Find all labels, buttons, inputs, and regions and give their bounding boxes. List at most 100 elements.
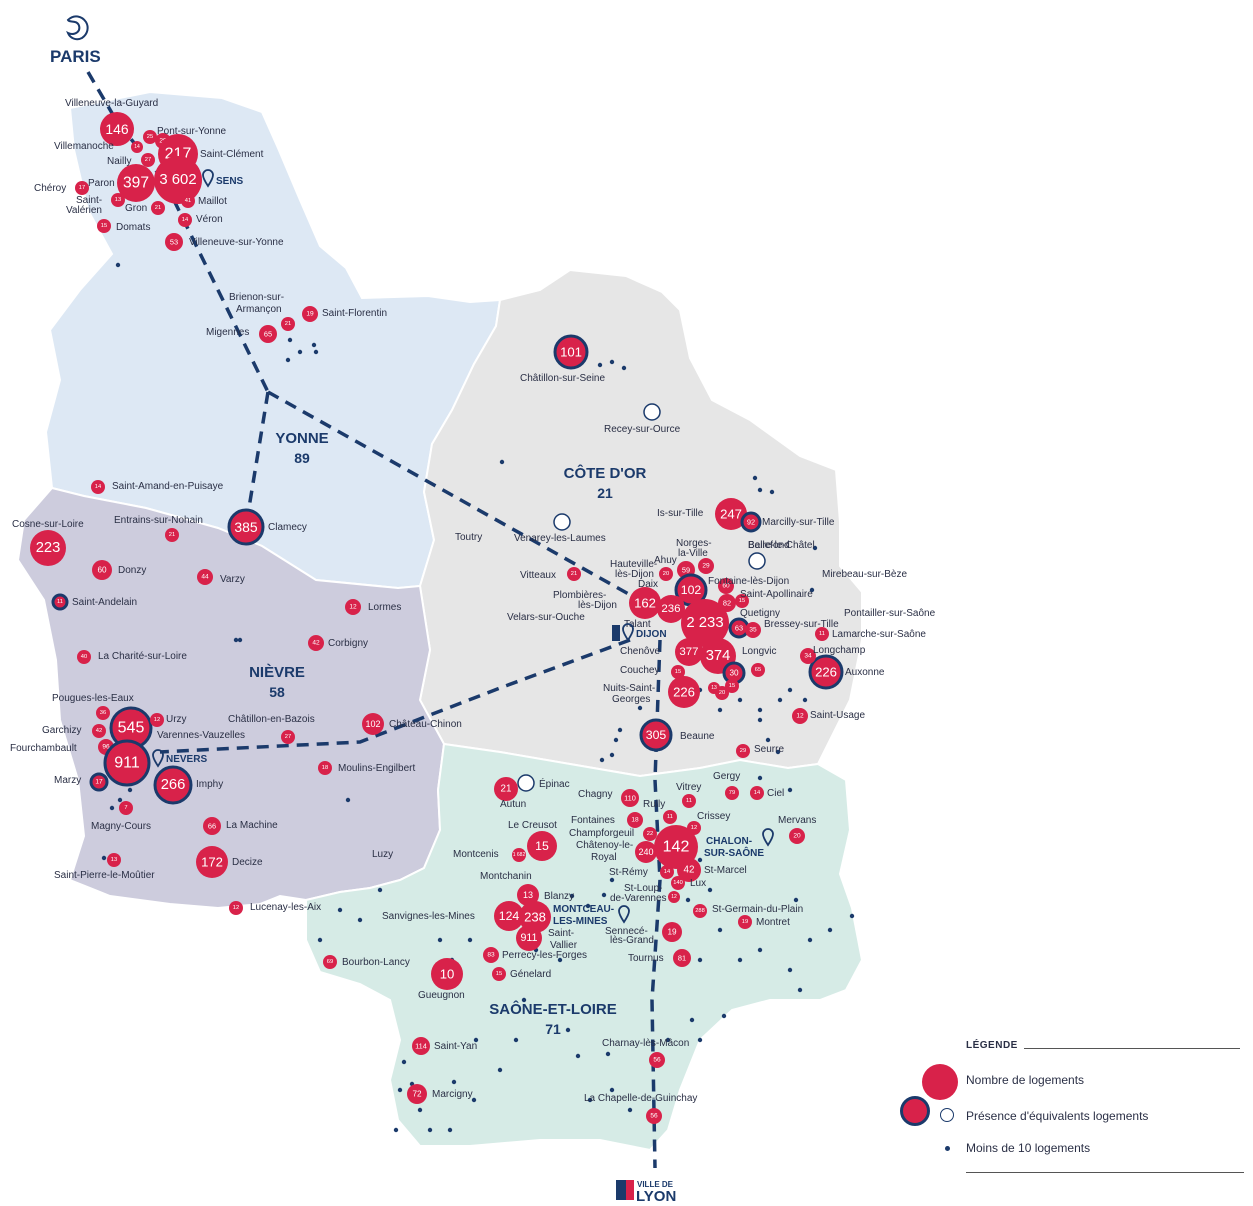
- bubble-circle: [203, 817, 221, 835]
- bubble-circle: [745, 622, 761, 638]
- small-dot: [665, 1037, 671, 1043]
- bubble: 65: [259, 325, 277, 343]
- bubble: 29: [698, 558, 714, 574]
- small-dot: [471, 1097, 477, 1103]
- town-label: Maillot: [198, 196, 227, 207]
- bubble: 19: [302, 306, 318, 322]
- bubble: 377: [675, 638, 703, 666]
- bubble-circle: [117, 164, 155, 202]
- bubble: 15: [735, 594, 749, 608]
- legend-title: LÉGENDE: [966, 1040, 1018, 1051]
- bubble: 65: [751, 663, 765, 677]
- bubble-circle: [646, 1108, 662, 1124]
- bubble: 14: [91, 480, 105, 494]
- bubble: 81: [673, 949, 691, 967]
- town-label: Autun: [500, 799, 526, 810]
- bubble-value: 41: [185, 198, 191, 204]
- bubble-circle: [153, 765, 193, 805]
- bubble-value: 96: [102, 744, 110, 751]
- small-dot: [473, 1037, 479, 1043]
- bubble: 19: [662, 922, 682, 942]
- bubble-value: 14: [134, 144, 140, 150]
- bubble-value: 288: [695, 908, 705, 914]
- bubble: 288: [693, 904, 707, 918]
- bubble: 72: [407, 1084, 427, 1104]
- town-label: Talant: [624, 619, 651, 630]
- town-label: Baire-le-Châtel: [748, 540, 815, 551]
- bubble-circle: [412, 1037, 430, 1055]
- bubble-value: 15: [729, 683, 735, 689]
- bubble-value: 27: [285, 734, 291, 740]
- dijon-marker: [622, 623, 634, 642]
- bubble-value: 12: [671, 894, 677, 900]
- bubble-circle: [30, 530, 66, 566]
- bubble: 226: [668, 676, 700, 708]
- bubble: 17: [89, 772, 109, 792]
- bubble-circle: [318, 761, 332, 775]
- small-dot: [587, 1097, 593, 1103]
- bubble: 36: [96, 706, 110, 720]
- small-dot: [637, 705, 643, 711]
- legend-divider: [1024, 1048, 1240, 1049]
- bubble-value: 142: [663, 839, 690, 856]
- bubble: 15: [671, 665, 685, 679]
- town-label: Brienon-sur-: [229, 292, 284, 303]
- bubble-value: 15: [101, 223, 107, 229]
- town-label: La Charité-sur-Loire: [98, 651, 187, 662]
- small-dot: [417, 1107, 423, 1113]
- lyon-flag-blue-icon: [616, 1180, 626, 1200]
- bubble-circle: [808, 654, 844, 690]
- small-dot: [569, 893, 575, 899]
- town-label: Migennes: [206, 327, 249, 338]
- bubble-value: 12: [349, 604, 357, 611]
- small-dot: [797, 987, 803, 993]
- town-label: Pontailler-sur-Saône: [844, 608, 936, 619]
- bubble-circle: [97, 219, 111, 233]
- small-dot: [757, 487, 763, 493]
- bubble: 11: [663, 810, 677, 824]
- town-label: Saint-Yan: [434, 1041, 477, 1052]
- bubble-circle: [77, 650, 91, 664]
- bubble: 397: [117, 164, 155, 202]
- bubble-value: 12: [648, 409, 656, 416]
- city-label-chalon: CHALON-: [706, 836, 752, 847]
- small-dot: [117, 797, 123, 803]
- bubble: 247: [715, 498, 747, 530]
- bubble-circle: [131, 141, 143, 153]
- bubble: 11: [51, 593, 69, 611]
- small-dot: [827, 927, 833, 933]
- bubble-circle: [516, 925, 542, 951]
- town-label: Norges-: [676, 538, 712, 549]
- town-label: Is-sur-Tille: [657, 508, 704, 519]
- town-label: Montcenis: [453, 849, 499, 860]
- small-dot: [849, 913, 855, 919]
- bubble-value: 56: [653, 1057, 661, 1064]
- bubble: 142: [654, 825, 698, 869]
- small-dot: [599, 757, 605, 763]
- small-dot: [499, 459, 505, 465]
- bubble-circle: [519, 901, 551, 933]
- town-label: Montret: [756, 917, 790, 928]
- small-dot: [467, 937, 473, 943]
- bubble: 21: [281, 317, 295, 331]
- small-dot: [237, 637, 243, 643]
- bubble: 12: [668, 891, 680, 903]
- bubble-value: 374: [706, 648, 731, 664]
- bubble-value: 65: [264, 330, 272, 339]
- legend-bottom-divider: [966, 1172, 1244, 1173]
- bubble-value: 226: [673, 685, 695, 700]
- bubble-circle: [92, 724, 106, 738]
- bubble: 15: [492, 967, 506, 981]
- bubble-circle: [751, 663, 765, 677]
- town-label: Donzy: [118, 565, 146, 576]
- bubble-value: 12: [691, 825, 697, 831]
- bubble-circle: [143, 130, 157, 144]
- bubble-circle: [483, 947, 499, 963]
- bubble-circle: [229, 901, 243, 915]
- small-dot: [627, 1107, 633, 1113]
- bubble-circle: [725, 786, 739, 800]
- bubble-circle: [197, 569, 213, 585]
- bubble-value: 10: [753, 558, 761, 565]
- town-label: Crissey: [697, 811, 730, 822]
- small-dot: [609, 877, 615, 883]
